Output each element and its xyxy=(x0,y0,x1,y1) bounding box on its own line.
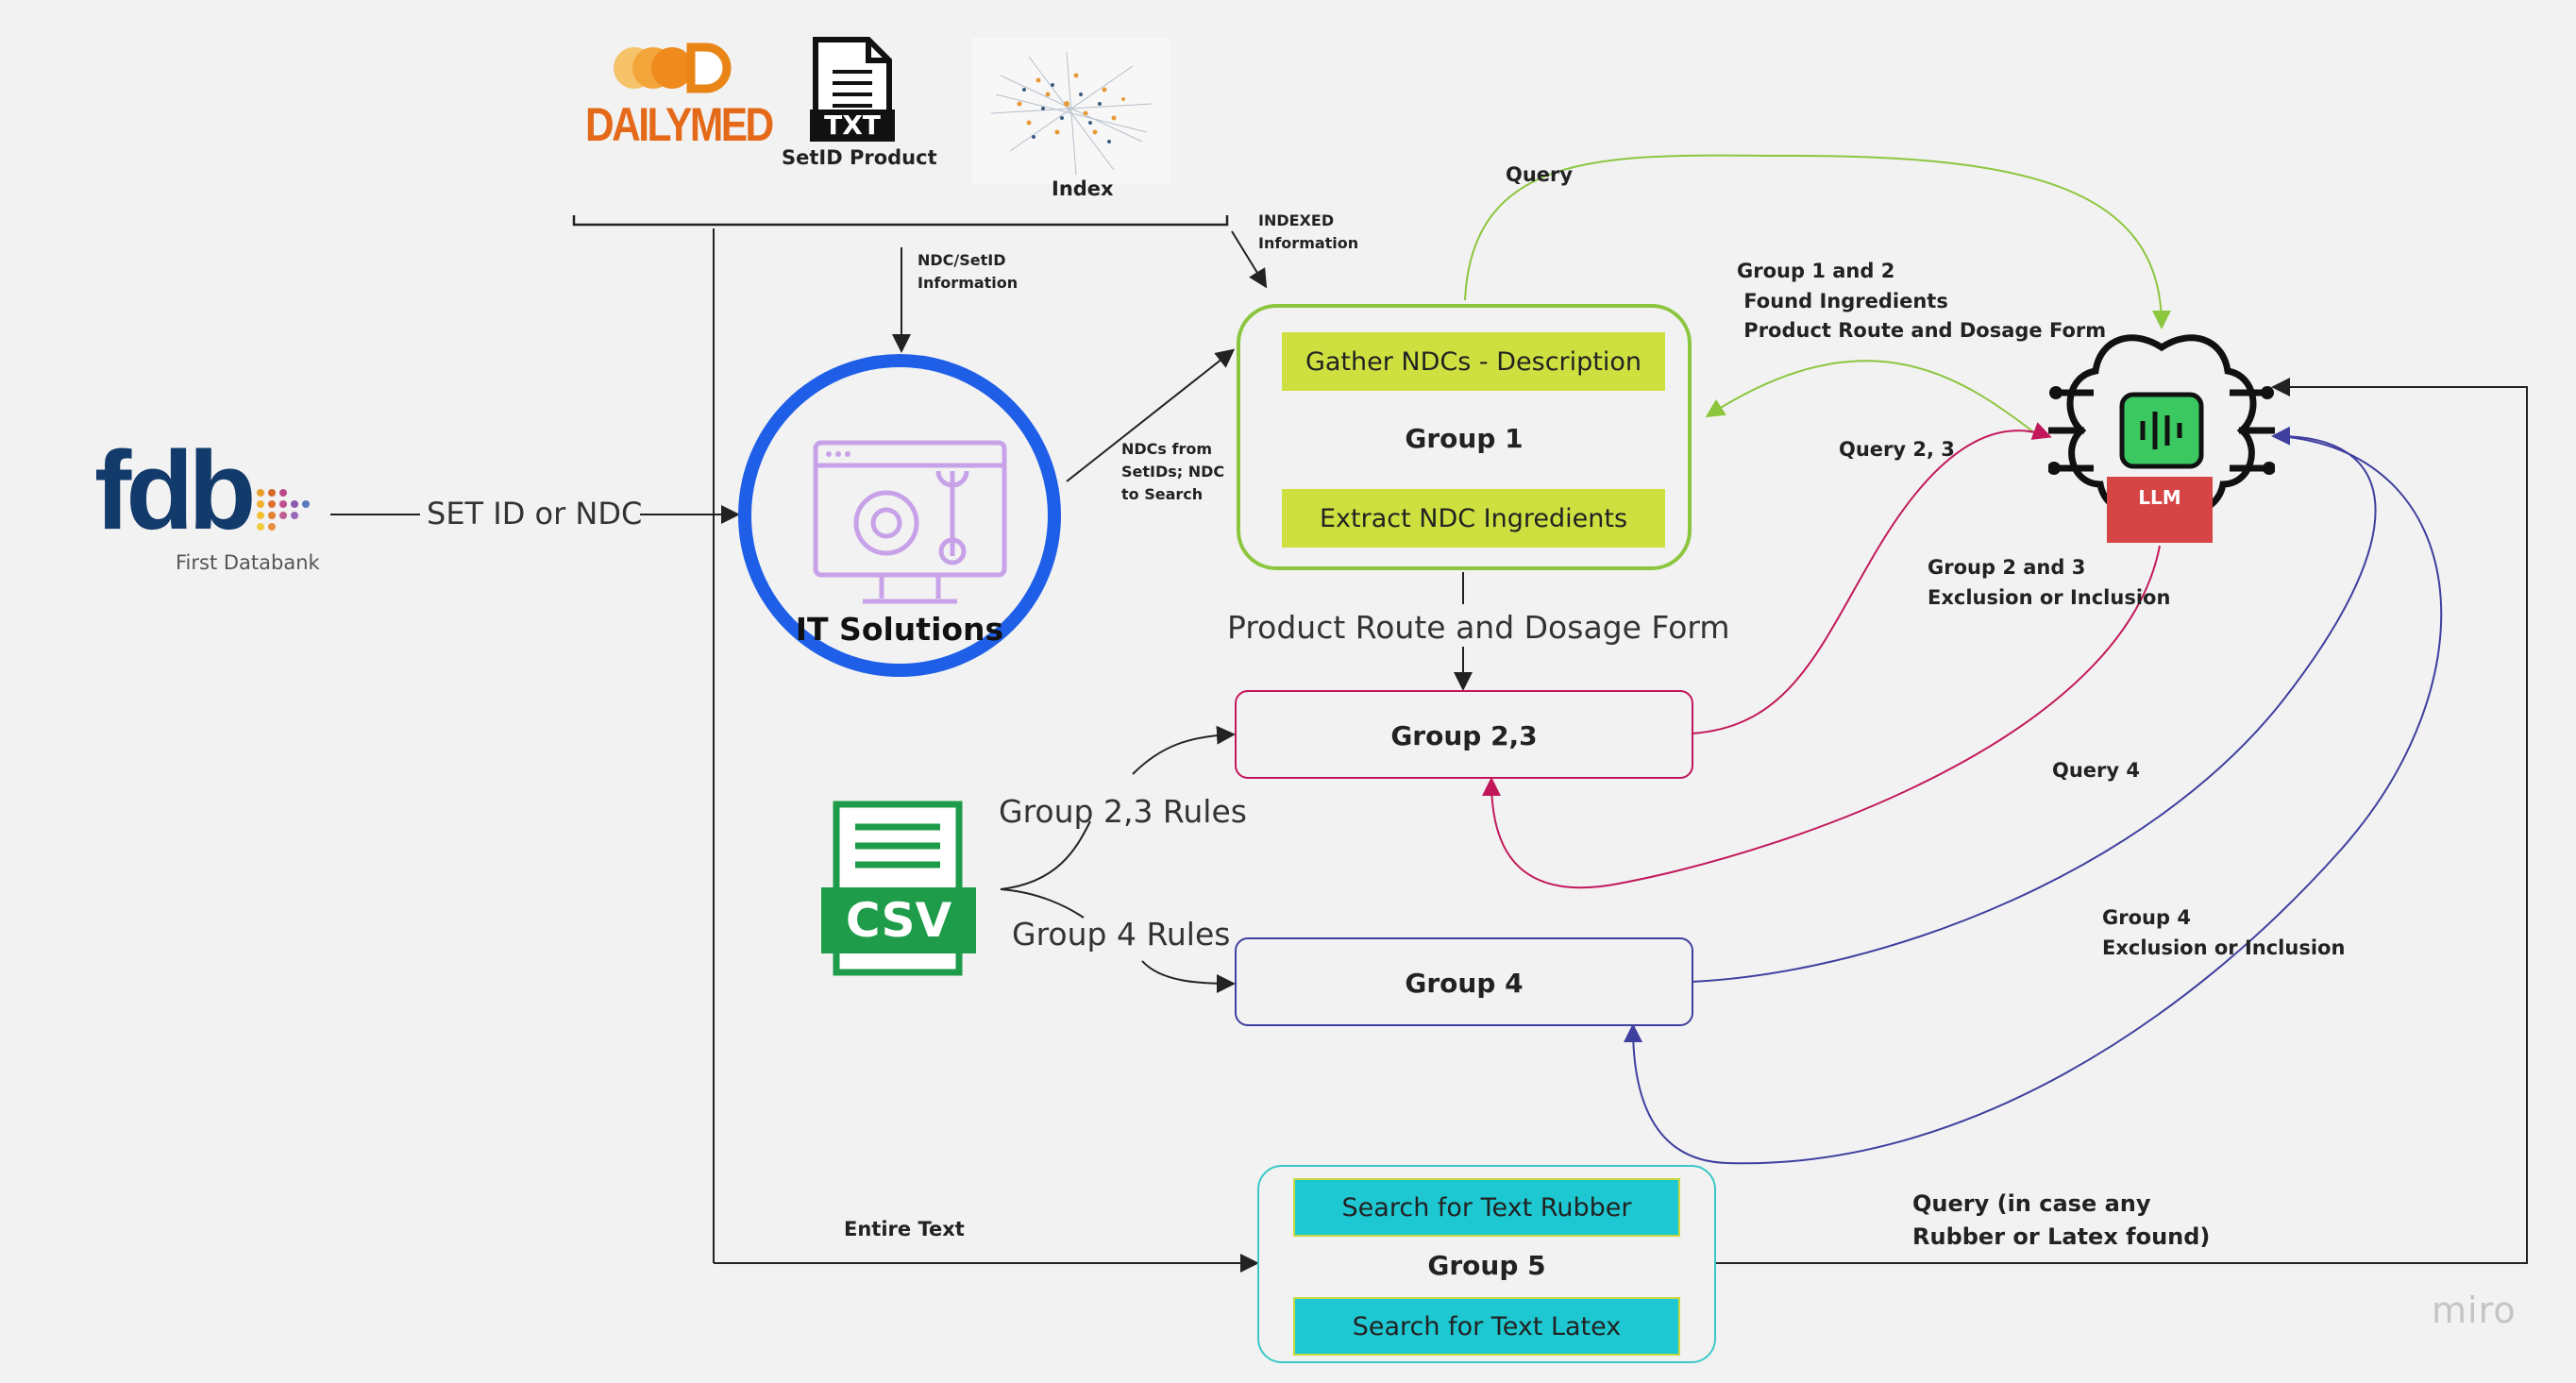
group-5-box: Search for Text Rubber Group 5 Search fo… xyxy=(1257,1165,1716,1363)
miro-watermark: miro xyxy=(2432,1290,2517,1331)
set-id-or-ndc-label: SET ID or NDC xyxy=(427,496,643,531)
llm-badge-label: LLM xyxy=(2138,486,2181,509)
query-rubber-label: Query (in case any Rubber or Latex found… xyxy=(1912,1190,2211,1250)
group-1-title: Group 1 xyxy=(1405,423,1524,454)
csv-label: CSV xyxy=(845,893,952,948)
group-23-box: Group 2,3 xyxy=(1235,690,1693,779)
fdb-logo: fdb First Databank xyxy=(94,429,321,581)
group-23-title: Group 2,3 xyxy=(1390,720,1538,751)
group-5-title: Group 5 xyxy=(1427,1250,1546,1281)
it-solutions-label: IT Solutions xyxy=(795,611,1004,648)
txt-label: TXT xyxy=(824,110,881,141)
fdb-wordmark: fdb xyxy=(94,429,256,553)
gather-ndcs-pill: Gather NDCs - Description xyxy=(1282,332,1665,391)
group4-exclusion-label: Group 4 Exclusion or Inclusion xyxy=(2102,906,2346,959)
fdb-dots-icon xyxy=(257,489,310,531)
search-rubber-pill: Search for Text Rubber xyxy=(1293,1178,1680,1237)
group-23-rules-label: Group 2,3 Rules xyxy=(999,793,1247,830)
query-label: Query xyxy=(1506,163,1574,186)
group23-exclusion-label: Group 2 and 3 Exclusion or Inclusion xyxy=(1928,556,2171,609)
index-network-image xyxy=(972,38,1170,184)
dailymed-wordmark: DAILYMED xyxy=(585,98,774,151)
entire-text-label: Entire Text xyxy=(844,1218,965,1240)
product-route-label: Product Route and Dosage Form xyxy=(1227,609,1730,646)
source-bracket xyxy=(572,215,1229,227)
query-4-label: Query 4 xyxy=(2052,759,2141,782)
index-label: Index xyxy=(1052,177,1114,200)
setid-product-label: SetID Product xyxy=(782,146,937,169)
search-latex-pill: Search for Text Latex xyxy=(1293,1297,1680,1356)
txt-file-icon: TXT xyxy=(810,36,895,144)
query-23-label: Query 2, 3 xyxy=(1839,438,1955,461)
group-4-rules-label: Group 4 Rules xyxy=(1012,916,1231,953)
dailymed-d-icon xyxy=(614,42,732,93)
indexed-info-label: INDEXED Information xyxy=(1258,211,1359,252)
csv-file-icon: CSV xyxy=(819,801,978,978)
fdb-subtitle: First Databank xyxy=(176,551,320,574)
it-monitor-gear-icon xyxy=(813,440,1007,604)
ndcs-from-setids-label: NDCs from SetIDs; NDC to Search xyxy=(1121,440,1225,503)
group12-found-label: Group 1 and 2 Found Ingredients Product … xyxy=(1737,260,2107,342)
extract-ingredients-pill: Extract NDC Ingredients xyxy=(1282,489,1665,548)
dailymed-logo: DAILYMED xyxy=(585,40,774,153)
ndc-setid-info-label: NDC/SetID Information xyxy=(918,251,1019,292)
group-4-box: Group 4 xyxy=(1235,937,1693,1026)
group-4-title: Group 4 xyxy=(1405,968,1524,999)
it-solutions-node: IT Solutions xyxy=(738,354,1061,677)
group-1-box: Gather NDCs - Description Group 1 Extrac… xyxy=(1237,304,1692,570)
llm-badge: LLM xyxy=(2107,477,2213,543)
